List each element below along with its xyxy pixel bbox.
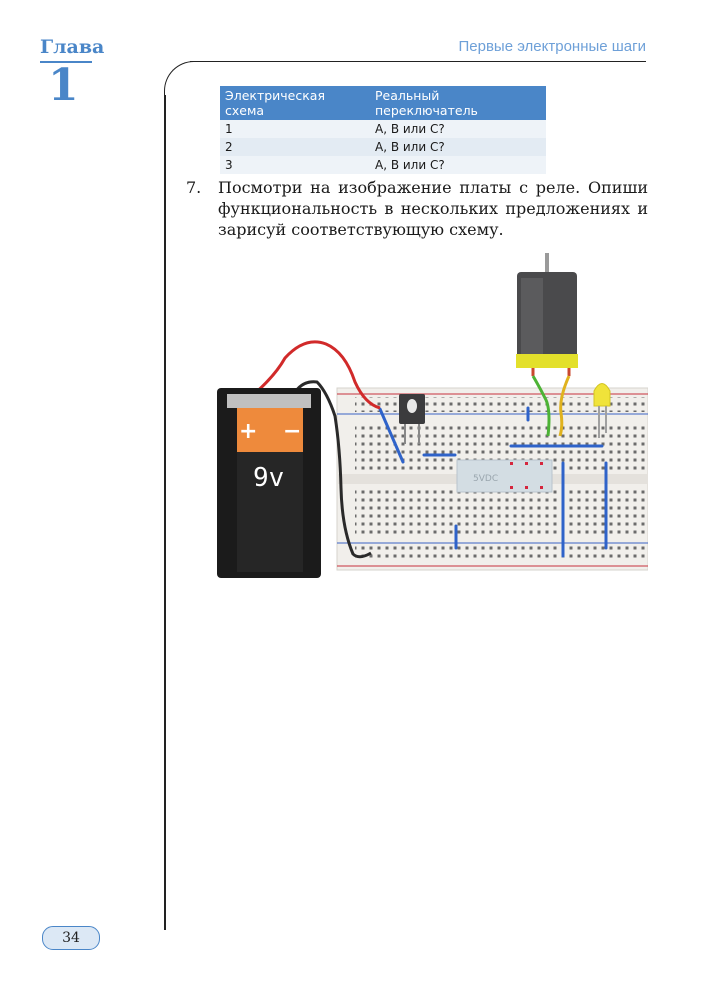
relay-label: 5VDC — [473, 474, 498, 484]
jumper-wires — [378, 406, 608, 558]
table-cell: 3 — [220, 156, 370, 174]
table-header-row: Электрическая схема Реальный переключате… — [220, 86, 546, 120]
table-cell: A, B или C? — [370, 120, 546, 138]
table-cell: 1 — [220, 120, 370, 138]
table-row: 3 A, B или C? — [220, 156, 546, 174]
header-circuit: Электрическая схема — [220, 86, 370, 120]
chapter-rule — [40, 61, 92, 63]
battery-minus: − — [283, 419, 301, 444]
relay: 5VDC — [456, 459, 553, 493]
page-number-badge: 34 — [42, 926, 100, 950]
table-cell: A, B или C? — [370, 138, 546, 156]
transistor — [399, 394, 425, 444]
table-cell: 2 — [220, 138, 370, 156]
table-row: 1 A, B или C? — [220, 120, 546, 138]
comparison-table: Электрическая схема Реальный переключате… — [220, 86, 546, 174]
task-number: 7. — [186, 178, 202, 197]
battery-plus: + — [239, 419, 257, 444]
task-text: Посмотри на изображение платы с реле. Оп… — [218, 178, 648, 239]
header-rule — [190, 61, 646, 62]
chapter-number: 1 — [48, 60, 79, 111]
frame-line — [164, 95, 166, 930]
relay-board-illustration: 5VDC + − 9v — [217, 253, 648, 578]
frame-corner — [164, 61, 205, 102]
battery: + − 9v — [217, 388, 321, 578]
table-cell: A, B или C? — [370, 156, 546, 174]
motor — [516, 253, 578, 376]
table-row: 2 A, B или C? — [220, 138, 546, 156]
battery-label: 9v — [253, 463, 284, 493]
chapter-label: Глава — [40, 36, 105, 58]
header-switch: Реальный переключатель — [370, 86, 546, 120]
running-header: Первые электронные шаги — [458, 38, 646, 55]
led — [593, 383, 611, 438]
